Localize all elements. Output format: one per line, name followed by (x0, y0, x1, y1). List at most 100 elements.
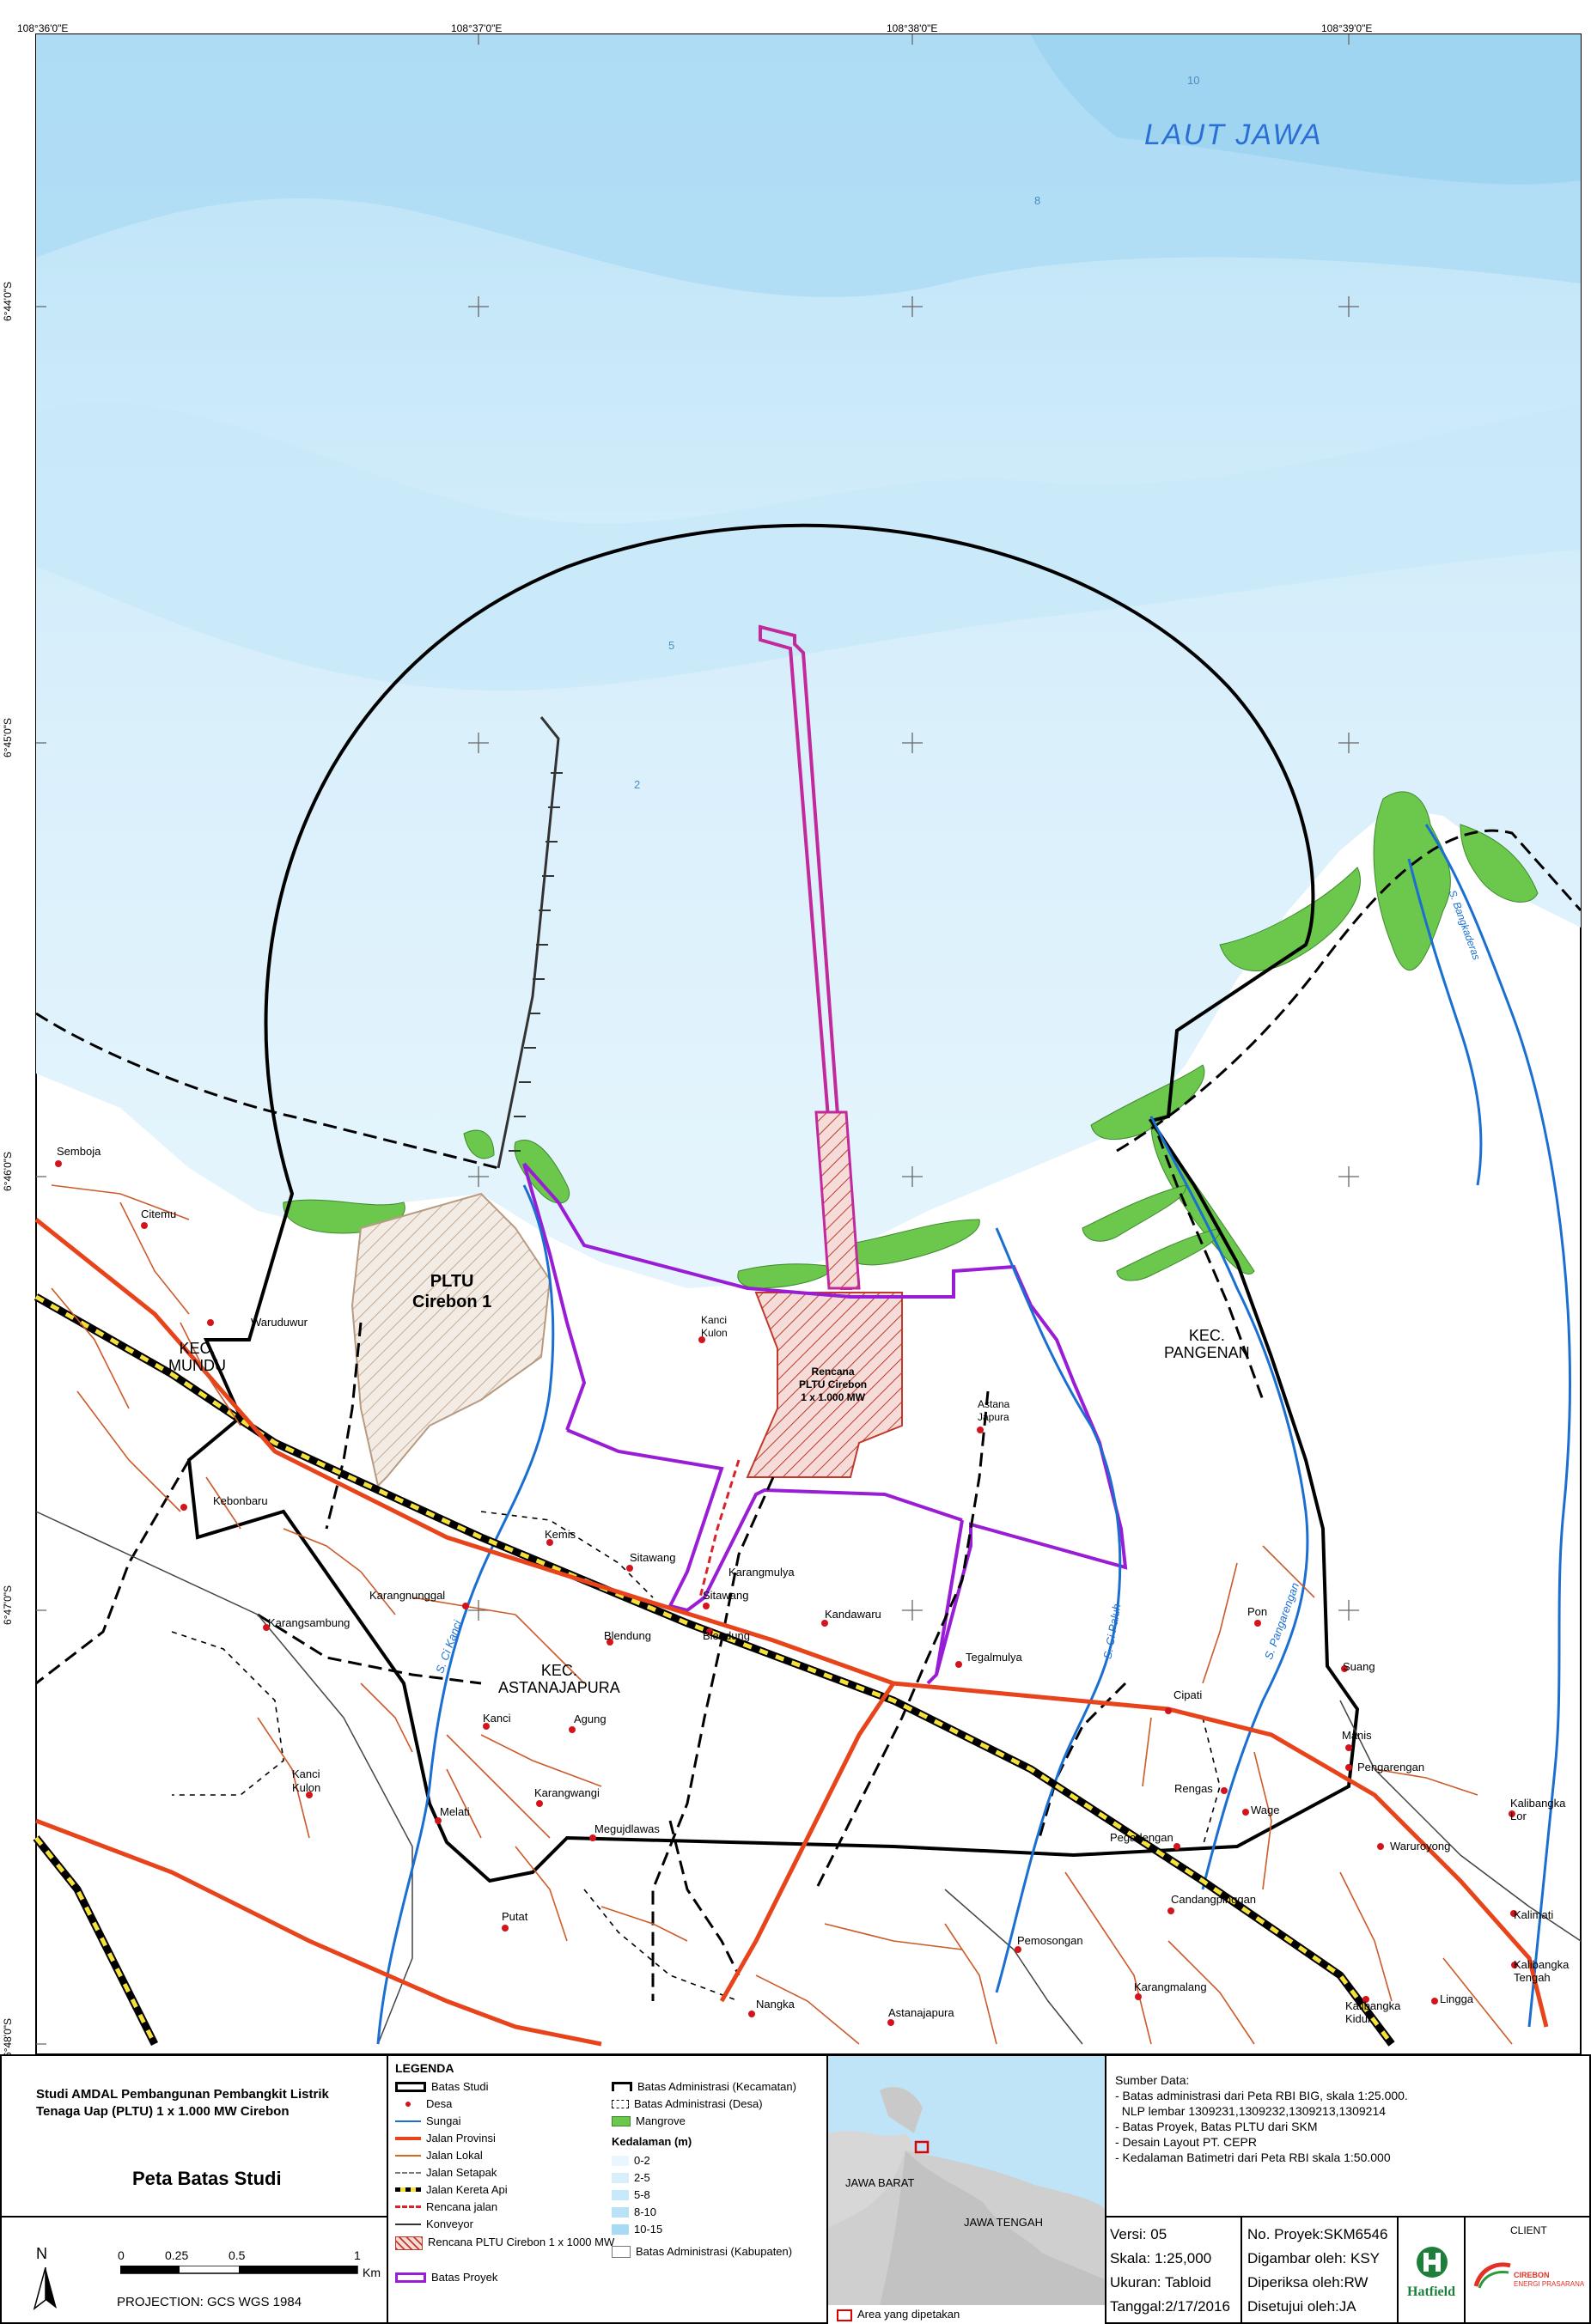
legend-swatch (395, 2120, 421, 2122)
legend-item: 2-5 (612, 2171, 650, 2184)
mapped-area-swatch (837, 2309, 852, 2321)
legend-label: Sungai (426, 2114, 461, 2127)
village-label: Kanci (292, 1767, 320, 1780)
scale-tick: 0.5 (229, 2248, 246, 2262)
legend-depth-heading: Kedalaman (m) (612, 2135, 692, 2148)
cepr-logo-icon (1473, 2262, 1511, 2289)
info-disetujui: Disetujui oleh:JA (1247, 2298, 1356, 2315)
map-title: Peta Batas Studi (132, 2168, 282, 2189)
legend-label: Jalan Provinsi (426, 2132, 496, 2145)
kec-label-line: KEC. (179, 1340, 216, 1357)
village-label: Pemosongan (1017, 1934, 1083, 1947)
info-versi: Versi: 05 (1110, 2226, 1167, 2242)
kec-label-line: MUNDU (168, 1357, 226, 1374)
village-label: Kulon (701, 1327, 728, 1339)
legend-swatch (612, 2245, 631, 2258)
info-proyek: No. Proyek:SKM6546 (1247, 2226, 1388, 2242)
legend-swatch (395, 2136, 421, 2140)
village-label: Rengas (1174, 1782, 1213, 1795)
legend-item: Batas Administrasi (Desa) (612, 2097, 763, 2110)
village-label: Cipati (1173, 1688, 1203, 1701)
lon-label: 108°37'0"E (451, 22, 503, 34)
title-box: Studi AMDAL Pembangunan Pembangkit Listr… (0, 2054, 388, 2218)
depth-label: 8 (1034, 194, 1041, 207)
info-skala: Skala: 1:25,000 (1110, 2250, 1212, 2266)
lon-label: 108°38'0"E (887, 22, 938, 34)
legend-box: LEGENDA Batas Studi Desa Sungai Jalan Pr… (387, 2054, 828, 2324)
legend-item: Jalan Provinsi (395, 2132, 496, 2145)
legend-swatch (612, 2115, 631, 2126)
cepr-label: ENERGI PRASARANA (1514, 2280, 1585, 2288)
legend-heading: LEGENDA (395, 2061, 454, 2075)
hatfield-logo-icon (1417, 2247, 1448, 2278)
legend-item: Desa (395, 2097, 452, 2110)
legend-item: Batas Proyek (395, 2271, 497, 2284)
village-label: Citemu (141, 1208, 177, 1220)
village-label: Kalimati (1514, 1908, 1554, 1921)
kec-label-line: KEC. (540, 1662, 577, 1679)
pltu-cirebon-1-area (351, 1192, 552, 1487)
info-left: Versi: 05 Skala: 1:25,000 Ukuran: Tabloi… (1105, 2216, 1242, 2324)
lon-label: 108°39'0"E (1321, 22, 1373, 34)
source-line: - Kedalaman Batimetri dari Peta RBI skal… (1115, 2151, 1391, 2164)
village-label: Waruduwur (251, 1316, 308, 1329)
source-heading: Sumber Data: (1115, 2073, 1190, 2087)
legend-swatch (612, 2155, 629, 2166)
legend-label: Rencana jalan (426, 2200, 498, 2213)
legend-item: Mangrove (612, 2114, 686, 2127)
study-title-line: Studi AMDAL Pembangunan Pembangkit Listr… (36, 2087, 329, 2102)
village-label: Manis (1342, 1729, 1372, 1742)
village-label: Kalibangka Kidul (1345, 1999, 1401, 2025)
village-label: Astanajapura (888, 2006, 954, 2019)
village-label: Pengarengan (1357, 1761, 1425, 1773)
pltu1-label: PLTU Cirebon 1 (412, 1271, 491, 1312)
projection-label: PROJECTION: GCS WGS 1984 (117, 2295, 302, 2309)
client-label: CLIENT (1510, 2224, 1547, 2236)
village-label: Karangmalang (1134, 1980, 1207, 1993)
konveyor-line (497, 716, 560, 1169)
village-label: Megujdlawas (594, 1822, 660, 1835)
village-label: Lingga (1440, 1992, 1474, 2005)
village-label: Kanci (483, 1712, 511, 1725)
legend-swatch (612, 2082, 632, 2091)
kec-astanajapura-label: KEC. ASTANAJAPURA (498, 1662, 620, 1696)
village-label: Kalibangka Lor (1510, 1797, 1566, 1822)
legend-label: Batas Administrasi (Kabupaten) (636, 2245, 793, 2258)
inset-caption-bar: Area yang dipetakan (828, 2305, 1105, 2324)
village-label: Suang (1343, 1660, 1375, 1673)
kec-mundu-label: KEC. MUNDU (168, 1340, 226, 1374)
inset-map-drawing (828, 2087, 1105, 2305)
village-label: Tegalmulya (966, 1651, 1022, 1664)
lat-label: 6°46'0"S (2, 1151, 15, 1192)
river-ci-kanci (376, 1184, 555, 2045)
village-label: Sitawang (703, 1589, 749, 1602)
info-diperiksa: Diperiksa oleh:RW (1247, 2274, 1369, 2291)
village-label: Karangnunggal (369, 1589, 446, 1602)
info-tanggal: Tanggal:2/17/2016 (1110, 2298, 1230, 2315)
source-line: - Batas Proyek, Batas PLTU dari SKM (1115, 2120, 1318, 2133)
depth-label: 5 (668, 639, 675, 652)
legend-item: Jalan Setapak (395, 2166, 497, 2179)
legend-swatch (395, 2154, 421, 2157)
rencana-label-line: 1 x 1.000 MW (801, 1391, 865, 1403)
source-box: Sumber Data: - Batas administrasi dari P… (1105, 2054, 1591, 2218)
source-line: - Batas administrasi dari Peta RBI BIG, … (1115, 2089, 1408, 2102)
hatfield-logo-box: Hatfield (1397, 2216, 1466, 2324)
legend-item: Jalan Kereta Api (395, 2183, 508, 2196)
legend-label: Jalan Lokal (426, 2149, 483, 2162)
river-bangkaderas (1424, 824, 1571, 2028)
village-label: Japura (978, 1411, 1009, 1423)
legend-item: 8-10 (612, 2205, 656, 2218)
village-label: Melati (440, 1805, 470, 1818)
village-label: Kalibangka Tengah (1514, 1958, 1570, 1984)
village-label: Waruroyong (1390, 1840, 1451, 1853)
north-arrow-icon (33, 2267, 57, 2310)
village-label: Kandawaru (825, 1608, 881, 1621)
legend-label: 5-8 (634, 2188, 650, 2201)
inset-jawa-tengah: JAWA TENGAH (964, 2216, 1043, 2229)
client-box: CLIENT CIREBON ENERGI PRASARANA (1464, 2216, 1591, 2324)
legend-label: 10-15 (634, 2223, 663, 2236)
legend-label: Batas Administrasi (Desa) (634, 2097, 763, 2110)
sea-area (36, 34, 1581, 1288)
legend-label: Rencana PLTU Cirebon 1 x 1000 MW (428, 2236, 615, 2248)
